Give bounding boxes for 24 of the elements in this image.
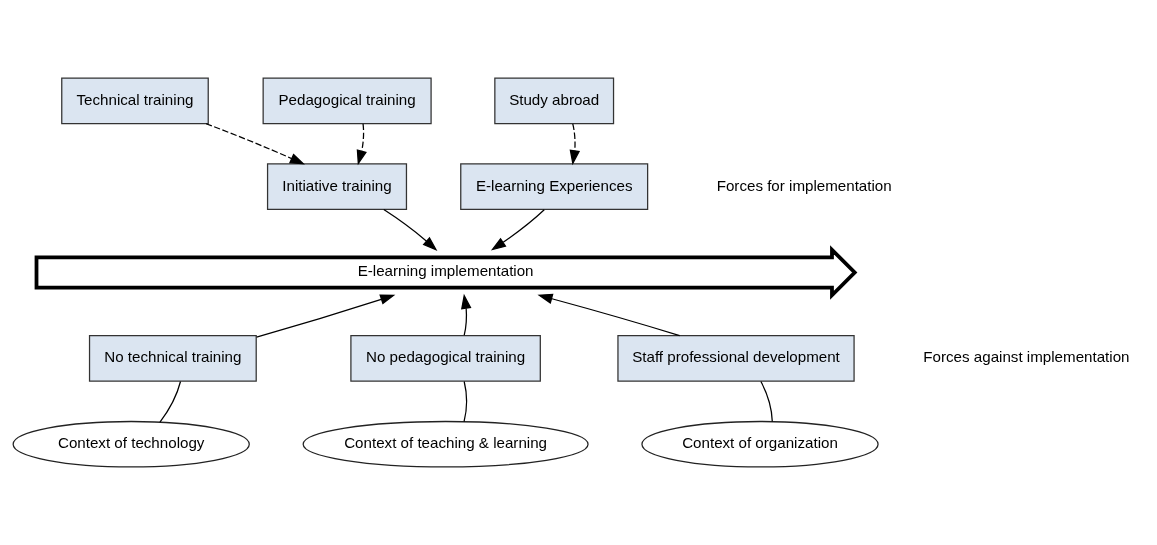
arrow: [461, 293, 472, 336]
arrow: [569, 123, 581, 166]
node-box: Technical training: [61, 77, 209, 125]
node-ellipse: Context of technology: [12, 420, 250, 468]
node-box: E-learning Experiences: [460, 163, 649, 210]
label: Forces for implementation: [716, 176, 892, 194]
connector: [760, 380, 773, 423]
connector: [463, 380, 468, 423]
label: Forces against implementation: [923, 348, 1130, 366]
node-box: Pedagogical training: [262, 77, 432, 125]
node-box: No pedagogical training: [350, 335, 541, 382]
node-box: Study abroad: [494, 77, 615, 125]
arrow: [205, 123, 305, 165]
node-ellipse: Context of teaching & learning: [302, 420, 589, 468]
arrow: [383, 208, 438, 251]
node-ellipse: Context of organization: [641, 420, 879, 468]
arrow: [356, 123, 367, 166]
node-box: Staff professional development: [617, 335, 855, 382]
connector: [159, 380, 182, 423]
node-box: Initiative training: [266, 163, 408, 210]
arrow: [490, 209, 545, 251]
arrow: [255, 294, 396, 338]
arrow: [537, 293, 681, 337]
node-box: No technical training: [88, 335, 257, 382]
